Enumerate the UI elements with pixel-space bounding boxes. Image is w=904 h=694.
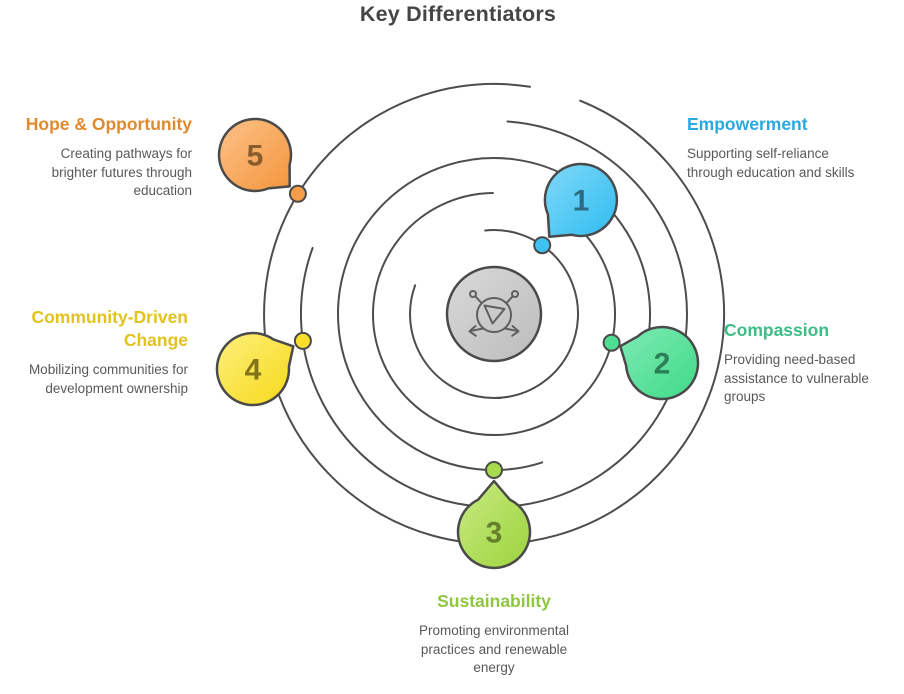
step-bubble-5 <box>217 117 293 193</box>
spiral-arc-2 <box>372 192 617 436</box>
spiral-arc-5 <box>263 82 726 545</box>
step-number-3: 3 <box>486 517 503 550</box>
spiral-step-dots <box>288 184 621 479</box>
label-compassion: Compassion Providing need-based assistan… <box>724 319 904 407</box>
spiral-arc-4 <box>299 120 688 508</box>
item-description-sustainability: Promoting environmental practices and re… <box>418 623 570 675</box>
step-dot-2 <box>602 333 621 352</box>
step-bubble-2 <box>619 325 700 401</box>
item-description-compassion: Providing need-based assistance to vulne… <box>724 352 869 404</box>
label-community-driven-change: Community-Driven Change Mobilizing commu… <box>3 306 188 398</box>
step-dot-1 <box>533 236 552 255</box>
step-bubble-4 <box>215 331 295 407</box>
step-number-1: 1 <box>573 185 590 218</box>
step-bubble-3 <box>456 479 532 570</box>
spiral-arc-3 <box>337 157 651 472</box>
step-number-4: 4 <box>245 354 262 387</box>
item-title-hope: Hope & Opportunity <box>25 114 192 134</box>
navigation-share-icon <box>468 290 520 337</box>
item-description-community: Mobilizing communities for development o… <box>28 362 188 396</box>
label-sustainability: Sustainability Promoting environmental p… <box>354 590 634 678</box>
label-hope-opportunity: Hope & Opportunity Creating pathways for… <box>7 113 192 201</box>
label-empowerment: Empowerment Supporting self-reliance thr… <box>687 113 867 182</box>
center-hub <box>445 265 543 363</box>
item-title-sustainability: Sustainability <box>437 591 551 611</box>
step-number-5: 5 <box>247 140 264 173</box>
item-title-compassion: Compassion <box>724 320 830 340</box>
step-bubble-1 <box>543 162 619 239</box>
item-description-hope: Creating pathways for brighter futures t… <box>51 146 192 198</box>
step-bubbles: 1 2 3 4 5 <box>215 117 700 570</box>
page-title: Key Differentiators <box>359 2 557 26</box>
step-dot-3 <box>485 461 503 479</box>
step-dot-5 <box>288 184 307 203</box>
item-description-empowerment: Supporting self-reliance through educati… <box>687 146 855 180</box>
item-title-community: Community-Driven Change <box>31 307 188 350</box>
item-title-empowerment: Empowerment <box>687 114 808 134</box>
hub-circle <box>445 265 543 363</box>
step-number-2: 2 <box>654 348 671 381</box>
step-dot-4 <box>293 331 312 350</box>
